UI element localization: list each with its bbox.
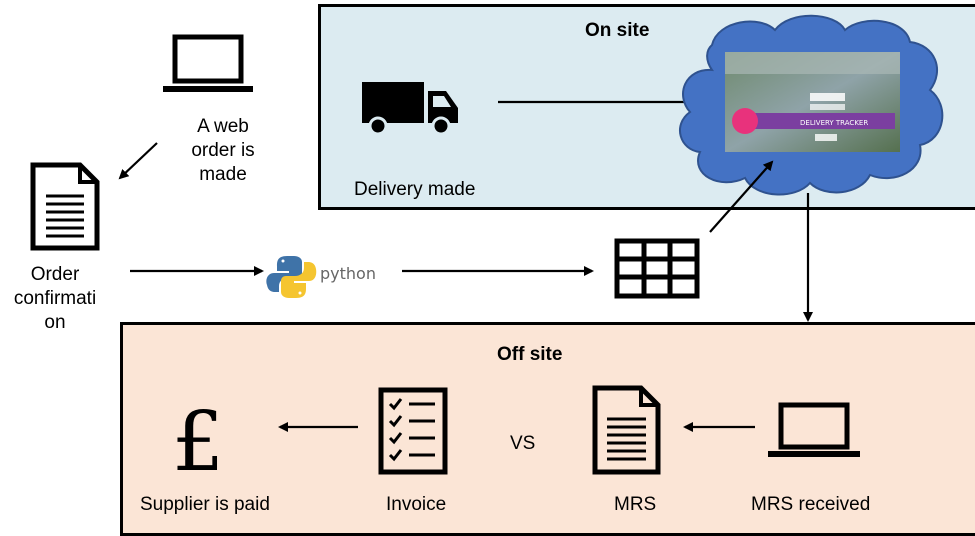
onsite-title: On site xyxy=(585,20,650,41)
table-grid-icon xyxy=(614,238,700,299)
python-wordmark: python xyxy=(320,264,376,283)
supplier-paid-label: Supplier is paid xyxy=(140,494,270,515)
web-order-text: A web order is made xyxy=(191,116,255,185)
python-logo: python xyxy=(266,256,376,298)
order-confirmation-text: Order confirmati on xyxy=(13,264,97,333)
laptop-icon xyxy=(163,34,253,92)
invoice-label: Invoice xyxy=(386,494,447,515)
arrow-web-to-doc xyxy=(118,142,158,180)
vs-label: VS xyxy=(510,433,536,454)
mrs-label: MRS xyxy=(614,494,657,515)
offsite-title: Off site xyxy=(497,344,563,365)
document-icon xyxy=(30,162,100,251)
delivery-made-label: Delivery made xyxy=(354,179,476,200)
mrs-received-label: MRS received xyxy=(751,494,871,515)
